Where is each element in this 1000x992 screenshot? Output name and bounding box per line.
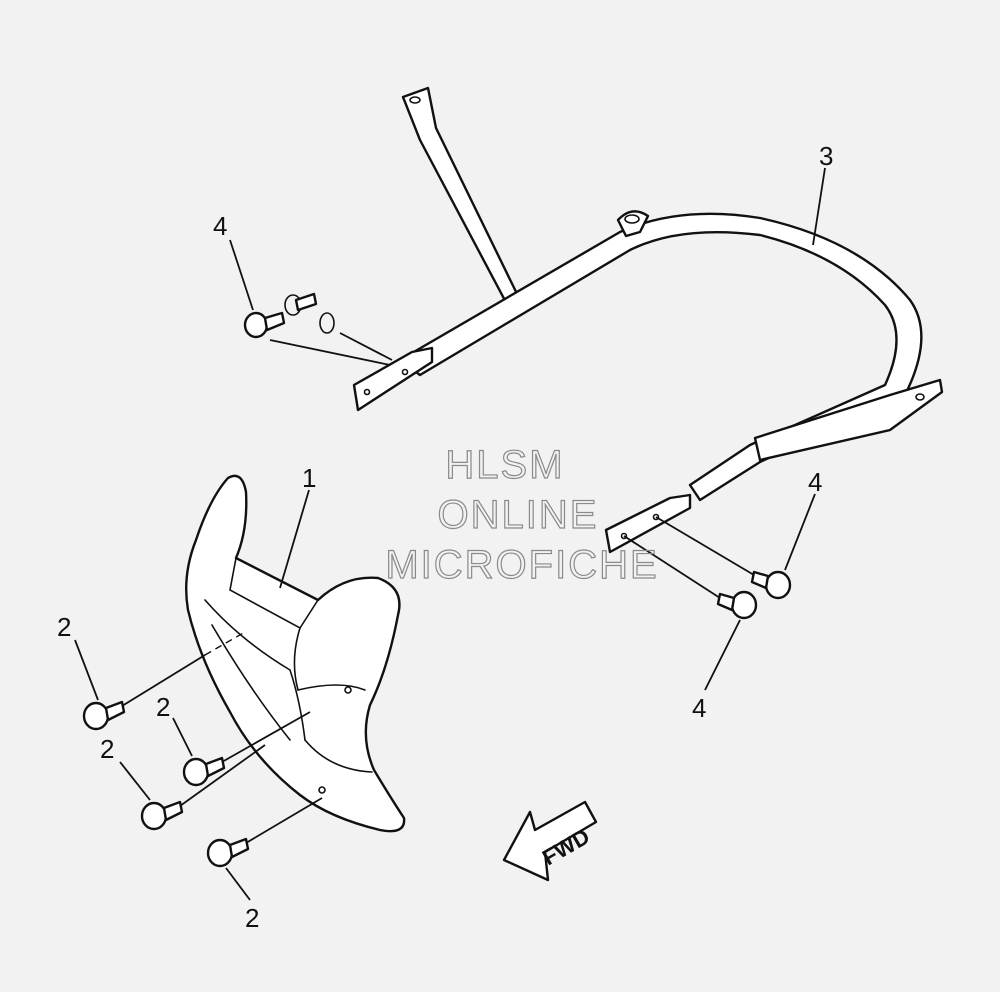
callout-leaders — [74, 167, 826, 901]
bolt-4-a — [243, 292, 335, 339]
callout-part-4a: 4 — [213, 211, 227, 241]
watermark-line-1: HLSM — [445, 443, 564, 487]
watermark: HLSM ONLINE MICROFICHE — [385, 442, 658, 587]
guard-frame-part — [352, 86, 944, 554]
callout-part-4b: 4 — [808, 467, 822, 497]
bolt-4-b — [750, 570, 792, 600]
bolt-2-b — [182, 756, 226, 787]
callout-part-2a: 2 — [57, 612, 71, 642]
installation-lines — [121, 332, 755, 844]
callout-part-2d: 2 — [245, 903, 259, 933]
forward-arrow-icon: FWD — [502, 800, 598, 882]
callout-part-4c: 4 — [692, 693, 706, 723]
bolt-2-a — [82, 700, 126, 731]
callout-part-3: 3 — [819, 141, 833, 171]
bolt-2-d — [206, 837, 250, 868]
callout-part-2b: 2 — [156, 692, 170, 722]
watermark-line-2: ONLINE — [438, 493, 599, 537]
callout-part-1: 1 — [302, 463, 316, 493]
front-cover-part — [185, 474, 406, 833]
bolt-2-c — [140, 800, 184, 831]
watermark-line-3: MICROFICHE — [385, 543, 658, 587]
bolt-4-c — [716, 590, 758, 620]
callout-part-2c: 2 — [100, 734, 114, 764]
